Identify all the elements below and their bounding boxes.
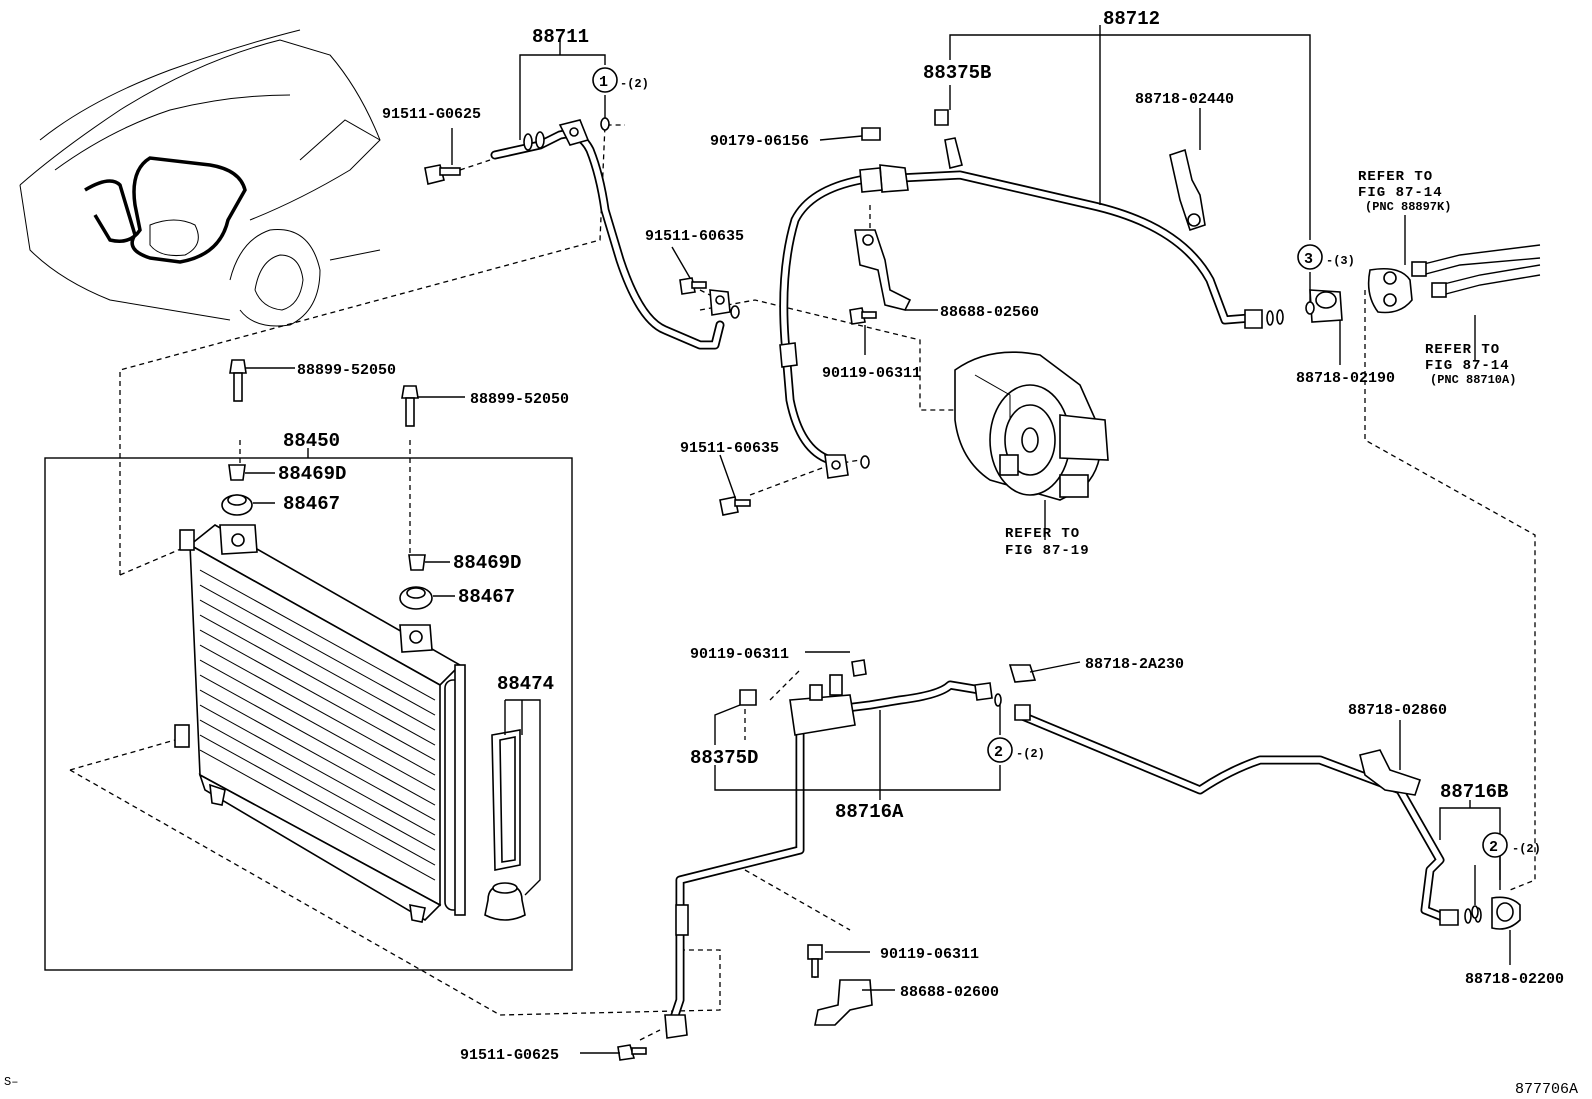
- ref-87-14-b-line2: FIG 87-14: [1425, 358, 1510, 374]
- label-88711: 88711: [532, 26, 589, 48]
- condenser-core: [174, 524, 466, 923]
- ref-87-19-line2: FIG 87-19: [1005, 543, 1090, 559]
- label-91511-60635-top: 91511-60635: [645, 228, 744, 245]
- condenser-mount-parts: [221, 359, 433, 610]
- label-88718-02200: 88718-02200: [1465, 971, 1564, 988]
- circled-references: [592, 67, 1508, 858]
- circle-1-number: 1: [599, 74, 608, 91]
- label-88718-02860: 88718-02860: [1348, 702, 1447, 719]
- label-88688-02600: 88688-02600: [900, 984, 999, 1001]
- liquid-tube-88716: [664, 674, 1521, 1039]
- label-88467-a: 88467: [283, 493, 340, 515]
- circle-2b-number: 2: [1489, 839, 1498, 856]
- label-88467-b: 88467: [458, 586, 515, 608]
- condenser-assembly-box: [44, 448, 573, 971]
- label-91511-60635-mid: 91511-60635: [680, 440, 779, 457]
- label-88718-02190: 88718-02190: [1296, 370, 1395, 387]
- dashed-reference-lines: [69, 124, 1536, 1041]
- ref-87-14-a-line3: (PNC 88897K): [1365, 200, 1451, 214]
- label-88469d-a: 88469D: [278, 463, 346, 485]
- circle-2a-qty: -(2): [1016, 747, 1045, 761]
- lower-brackets: [617, 659, 1422, 1061]
- ref-87-14-b-line3: (PNC 88710A): [1430, 373, 1516, 387]
- circle-3-number: 3: [1304, 251, 1313, 268]
- label-91511-g0625-top: 91511-G0625: [382, 106, 481, 123]
- label-88375d: 88375D: [690, 747, 758, 769]
- label-88716b: 88716B: [1440, 781, 1508, 803]
- label-90119-06311-top: 90119-06311: [822, 365, 921, 382]
- label-88450: 88450: [283, 430, 340, 452]
- vehicle-locator-sketch: [19, 29, 381, 327]
- corner-mark: S–: [4, 1075, 18, 1089]
- label-88718-2a230: 88718-2A230: [1085, 656, 1184, 673]
- compressor-reference: [954, 351, 1109, 501]
- suction-hose-88712: [779, 137, 1343, 479]
- label-88718-02440: 88718-02440: [1135, 91, 1234, 108]
- ref-87-14-b-line1: REFER TO: [1425, 342, 1500, 358]
- label-90119-06311-bot: 90119-06311: [880, 946, 979, 963]
- figure-id: 877706A: [1515, 1081, 1578, 1098]
- label-88688-02560: 88688-02560: [940, 304, 1039, 321]
- label-90179-06156: 90179-06156: [710, 133, 809, 150]
- ref-87-14-a-line1: REFER TO: [1358, 169, 1433, 185]
- right-connector-hoses: [1367, 244, 1541, 314]
- label-88712: 88712: [1103, 8, 1160, 30]
- circle-2b-qty: -(2): [1512, 842, 1541, 856]
- discharge-hose-88711: [490, 119, 740, 350]
- label-90119-06311-mid: 90119-06311: [690, 646, 789, 663]
- label-91511-g0625-bot: 91511-G0625: [460, 1047, 559, 1064]
- label-88474: 88474: [497, 673, 554, 695]
- label-88899-52050-b: 88899-52050: [470, 391, 569, 408]
- ref-87-19-line1: REFER TO: [1005, 526, 1080, 542]
- label-88375b: 88375B: [923, 62, 991, 84]
- top-brackets: [424, 109, 1206, 516]
- label-88716a: 88716A: [835, 801, 904, 823]
- circle-3-qty: -(3): [1326, 254, 1355, 268]
- label-88469d-b: 88469D: [453, 552, 521, 574]
- receiver-desiccant: [484, 729, 526, 921]
- circle-1-qty: -(2): [620, 77, 649, 91]
- ref-87-14-a-line2: FIG 87-14: [1358, 185, 1443, 201]
- callout-lines: [245, 25, 1511, 1054]
- label-88899-52050-a: 88899-52050: [297, 362, 396, 379]
- part-number-labels: 88711 88712 91511-G0625 1 -(2) 88375B 88…: [4, 8, 1578, 1098]
- circle-2a-number: 2: [994, 744, 1003, 761]
